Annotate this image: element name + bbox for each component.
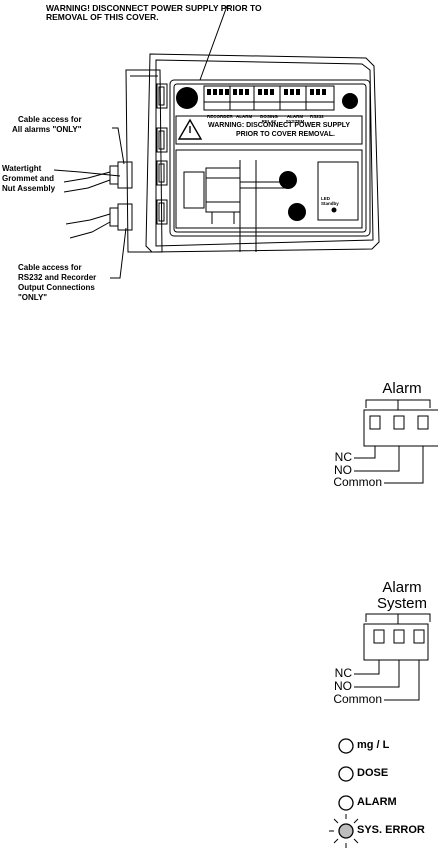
callout-grommet-line-2: Grommet and (2, 174, 55, 183)
callout-alarms-line-1: Cable access for (18, 115, 82, 124)
standby-panel (317, 161, 359, 221)
inner-warning-line-1: WARNING: DISCONNECT POWER SUPPLY (208, 122, 351, 129)
alarm-system-title-line-1: Alarm (382, 579, 422, 596)
callout-alarms-line-2: All alarms "ONLY" (12, 125, 82, 134)
alarm-label-common: Common (333, 475, 382, 489)
alarm-label-nc: NC (334, 450, 352, 464)
alarm-system-terminal-nc (373, 629, 385, 644)
alarm-system-label-no: NO (334, 679, 352, 693)
alarm-system-label-nc: NC (334, 666, 352, 680)
enclosure-lid-outline (145, 53, 380, 253)
relay-knob-lower (288, 203, 306, 221)
lower-chamber (175, 149, 363, 229)
mounting-screw-right (342, 93, 358, 109)
hinge-3 (156, 160, 168, 186)
terminal-block (203, 85, 335, 111)
standby-led (331, 207, 337, 213)
warning-triangle-icon (177, 118, 203, 140)
alarm-label-no: NO (334, 463, 352, 477)
inner-warning-line-2: PRIOR TO COVER REMOVAL. (236, 131, 335, 138)
alarm-title: Alarm (382, 380, 422, 397)
warning-strip (175, 115, 363, 145)
mounting-screw-left (176, 87, 198, 109)
terminal-label-rs232: RS232 (310, 114, 324, 119)
led-mg-l (338, 738, 354, 754)
led-sys-error-glow (329, 814, 359, 848)
relay-knob-upper (279, 171, 297, 189)
led-dose (338, 766, 354, 782)
callout-rs232-line-4: "ONLY" (18, 293, 48, 302)
callout-rs232-line-3: Output Connections (18, 283, 95, 292)
led-label-mg-l: mg / L (357, 739, 390, 751)
led-label-alarm: ALARM (357, 796, 397, 808)
callout-grommet-line-1: Watertight (2, 164, 42, 173)
enclosure-lid-inner (155, 59, 374, 247)
hinge-1 (156, 83, 168, 109)
alarm-system-label-common: Common (333, 692, 382, 706)
alarm-terminal-nc (369, 415, 381, 430)
alarm-system-title-line-2: System (376, 595, 427, 612)
callout-rs232-line-1: Cable access for (18, 263, 82, 272)
alarm-system-terminal-common (413, 629, 425, 644)
callout-rs232-line-2: RS232 and Recorder (18, 273, 97, 282)
hinge-2 (156, 127, 168, 153)
callout-grommet-line-3: Nut Assembly (2, 184, 56, 193)
standby-label: LED Standby (321, 196, 339, 207)
led-label-dose: DOSE (357, 767, 389, 779)
alarm-terminal-block (363, 409, 438, 447)
hinge-4 (156, 199, 168, 225)
top-warning-line-1: WARNING! DISCONNECT POWER SUPPLY PRIOR T… (46, 3, 262, 13)
led-sys-error (338, 823, 354, 839)
terminal-label-alarm-system: ALARM SYSTEM (285, 114, 305, 125)
terminal-label-alarm: ALARM (236, 114, 253, 119)
top-warning-line-2: REMOVAL OF THIS COVER. (46, 12, 159, 22)
alarm-terminal-no (393, 415, 405, 430)
terminal-label-dosing-relay: DOSING RELAY (260, 114, 278, 125)
led-label-sys-error: SYS. ERROR (357, 824, 425, 836)
alarm-system-terminal-no (393, 629, 405, 644)
cover-panel (169, 79, 371, 237)
led-alarm (338, 795, 354, 811)
terminal-label-recorder: RECORDER (207, 114, 233, 119)
alarm-system-terminal-block (363, 623, 429, 661)
enclosure-hinge-side (125, 69, 163, 253)
alarm-terminal-common (417, 415, 429, 430)
